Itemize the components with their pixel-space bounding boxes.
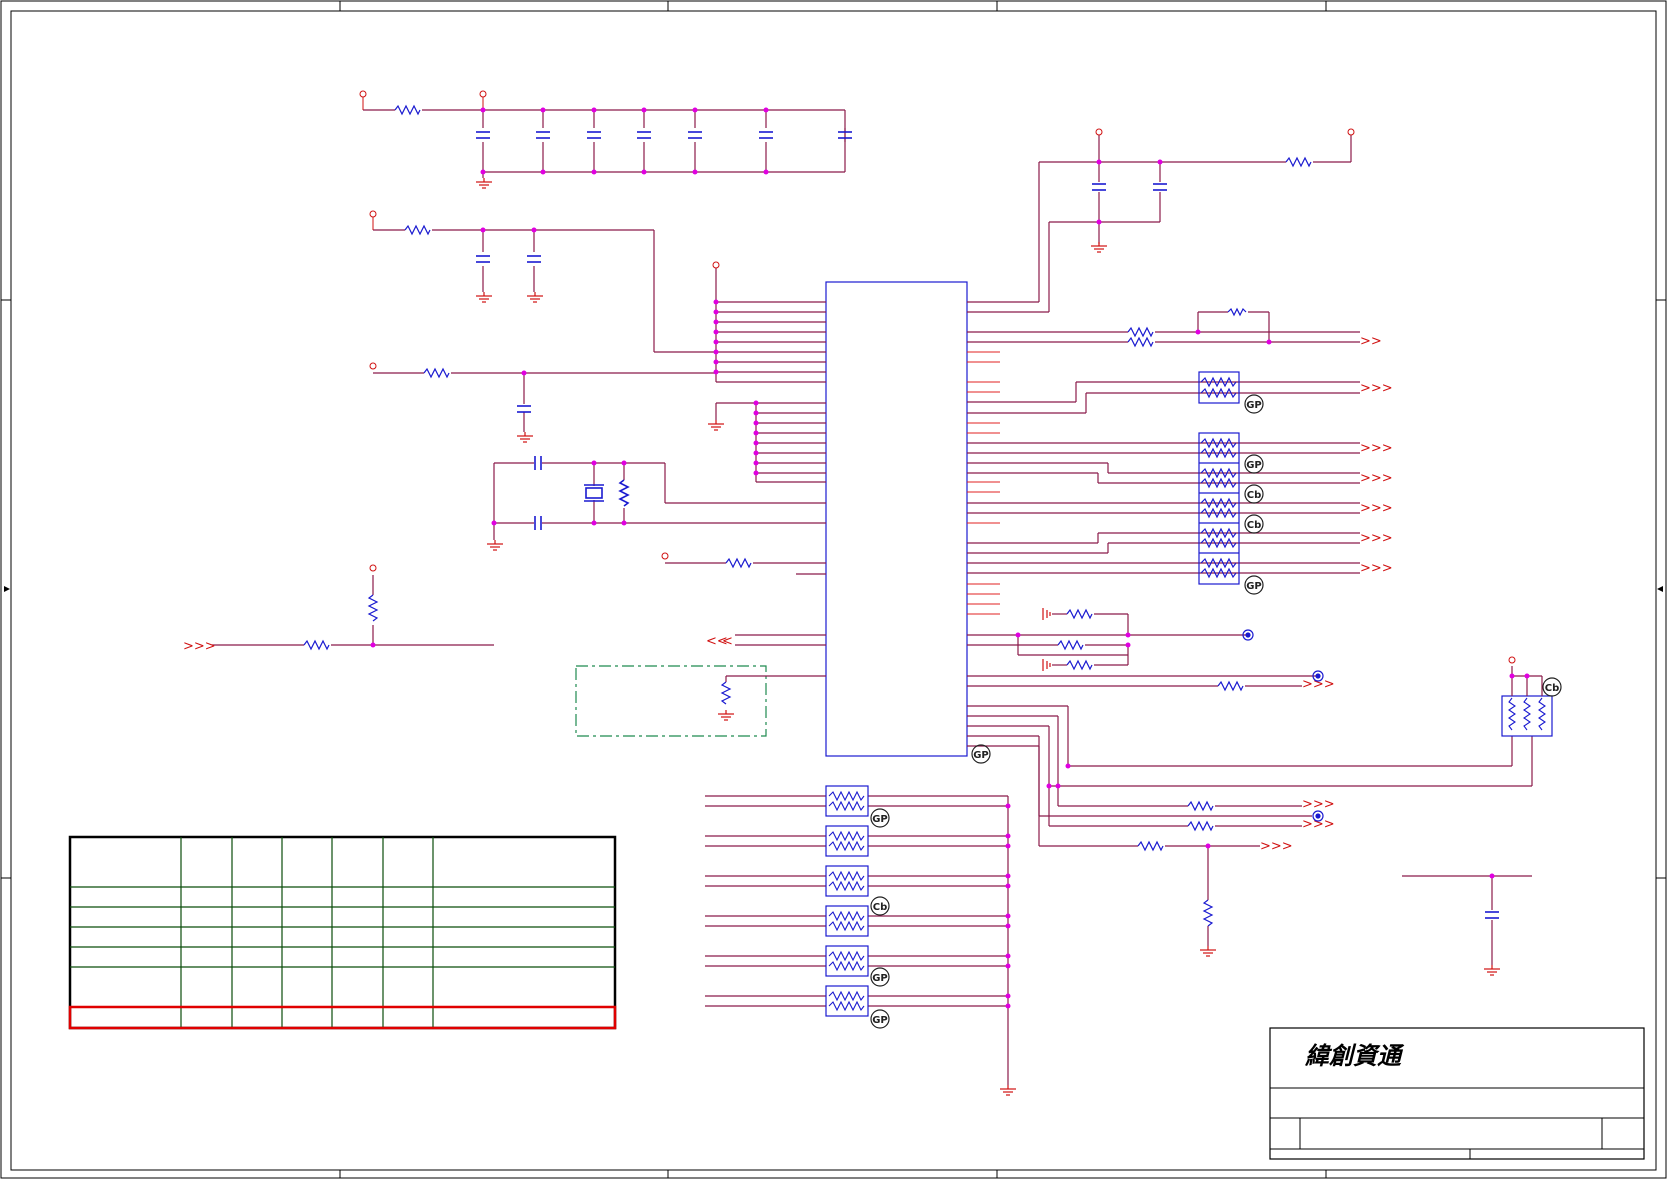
capacitor-symbols-top (476, 131, 852, 139)
svg-text:>>>: >>> (1360, 471, 1393, 486)
ground-symbol (516, 432, 534, 443)
resistor-array-bottom-stack (705, 785, 1017, 1096)
cb-badge: Cb (870, 896, 890, 916)
junction-dots (370, 107, 1530, 1009)
ground-symbol (1090, 242, 1108, 253)
ground-symbol (707, 420, 725, 431)
gp-badge-label: GP (872, 1015, 888, 1026)
ic-ground-pins-left (715, 402, 826, 483)
resistor-array-vertical (1501, 656, 1553, 737)
offpage-connector: << (706, 634, 728, 649)
component-option-badges: GP GP GP Cb Cb GP Cb GP (870, 394, 1562, 1029)
svg-text:>>>: >>> (1360, 501, 1393, 516)
ic-signal-routes-right (967, 311, 1360, 574)
power-port (1095, 128, 1103, 136)
svg-text:>>>: >>> (1302, 817, 1335, 832)
power-port (369, 210, 377, 218)
gp-badge-label: GP (973, 750, 989, 761)
svg-text:>>>: >>> (1360, 441, 1393, 456)
resistor-supply-2 (404, 224, 431, 236)
gp-badge: GP (1244, 454, 1264, 474)
svg-text:>>>: >>> (1360, 381, 1393, 396)
resistor-crystal-bias (618, 479, 630, 507)
gp-badge-label: GP (1246, 460, 1262, 471)
ground-symbol (486, 540, 504, 551)
ground-symbol (475, 292, 493, 303)
offpage-connector: >>> (183, 639, 216, 654)
gp-badge: GP (1244, 394, 1264, 414)
cb-badge: Cb (1542, 677, 1562, 697)
svg-text:>>>: >>> (1360, 561, 1393, 576)
cb-badge-label: Cb (873, 902, 888, 913)
supply-network-3 (373, 372, 716, 432)
offpage-connectors-right: >> >>> >>> >>> >>> >>> >>> >>> >>> >>> >… (1260, 334, 1393, 854)
ground-symbol (526, 292, 544, 303)
resistor-top-left (394, 104, 421, 116)
svg-text:>>>: >>> (1302, 677, 1335, 692)
misc-input-left (665, 562, 826, 575)
power-port (359, 90, 367, 98)
crystal (585, 487, 603, 499)
supply-network-2 (373, 229, 716, 353)
bypass-capacitor-bottom-right (1402, 875, 1532, 976)
gp-badge: GP (870, 1009, 890, 1029)
cb-badge: Cb (1244, 484, 1264, 504)
cb-badge-label: Cb (1247, 520, 1262, 531)
resistor-array-right (1198, 371, 1240, 585)
power-port (479, 90, 487, 98)
ground-symbol (475, 178, 493, 189)
ic-lower-routes-right (967, 613, 1533, 946)
gp-badge: GP (1244, 575, 1264, 595)
revision-table (68, 835, 617, 1030)
svg-text:>>: >> (1360, 334, 1382, 349)
power-port (712, 261, 720, 269)
ic-power-pins-left (715, 268, 826, 383)
svg-text:>>>: >>> (1302, 797, 1335, 812)
company-name: 緯創資通 (1304, 1041, 1405, 1070)
crystal-circuit (493, 462, 826, 540)
capacitor-symbols-2 (476, 255, 541, 263)
optional-circuit-boundary (575, 665, 767, 737)
gp-badge-label: GP (872, 973, 888, 984)
resistors-lower-right (1057, 608, 1244, 927)
svg-text:>>>: >>> (1360, 531, 1393, 546)
cb-badge-label: Cb (1247, 490, 1262, 501)
cb-badge-label: Cb (1545, 683, 1560, 694)
gp-badge-label: GP (872, 814, 888, 825)
cb-badge: Cb (1244, 514, 1264, 534)
ic-inputs-left (735, 634, 826, 646)
power-port (661, 552, 669, 560)
gp-badge-label: GP (1246, 581, 1262, 592)
pullup-signal-left (212, 575, 494, 646)
decoupling-network-top (363, 109, 846, 178)
resistor (725, 557, 752, 569)
chassis-grounds (1042, 608, 1051, 671)
resistor-supply-3 (423, 367, 450, 379)
svg-text:>>>: >>> (1260, 839, 1293, 854)
gp-badge: GP (870, 967, 890, 987)
gp-badge: GP (971, 744, 991, 764)
highlighted-revision-row (68, 1005, 617, 1030)
power-port (369, 362, 377, 370)
power-port (369, 564, 377, 572)
ground-symbol (1199, 946, 1217, 957)
offpage-connector: < (722, 634, 733, 649)
main-ic-block (825, 281, 968, 757)
power-port (1347, 128, 1355, 136)
supply-network-right (967, 135, 1352, 313)
ground-symbol (717, 710, 735, 721)
gp-badge: GP (870, 808, 890, 828)
gp-badge-label: GP (1246, 400, 1262, 411)
title-block: 緯創資通 (1269, 1027, 1645, 1160)
test-points (1242, 629, 1324, 822)
